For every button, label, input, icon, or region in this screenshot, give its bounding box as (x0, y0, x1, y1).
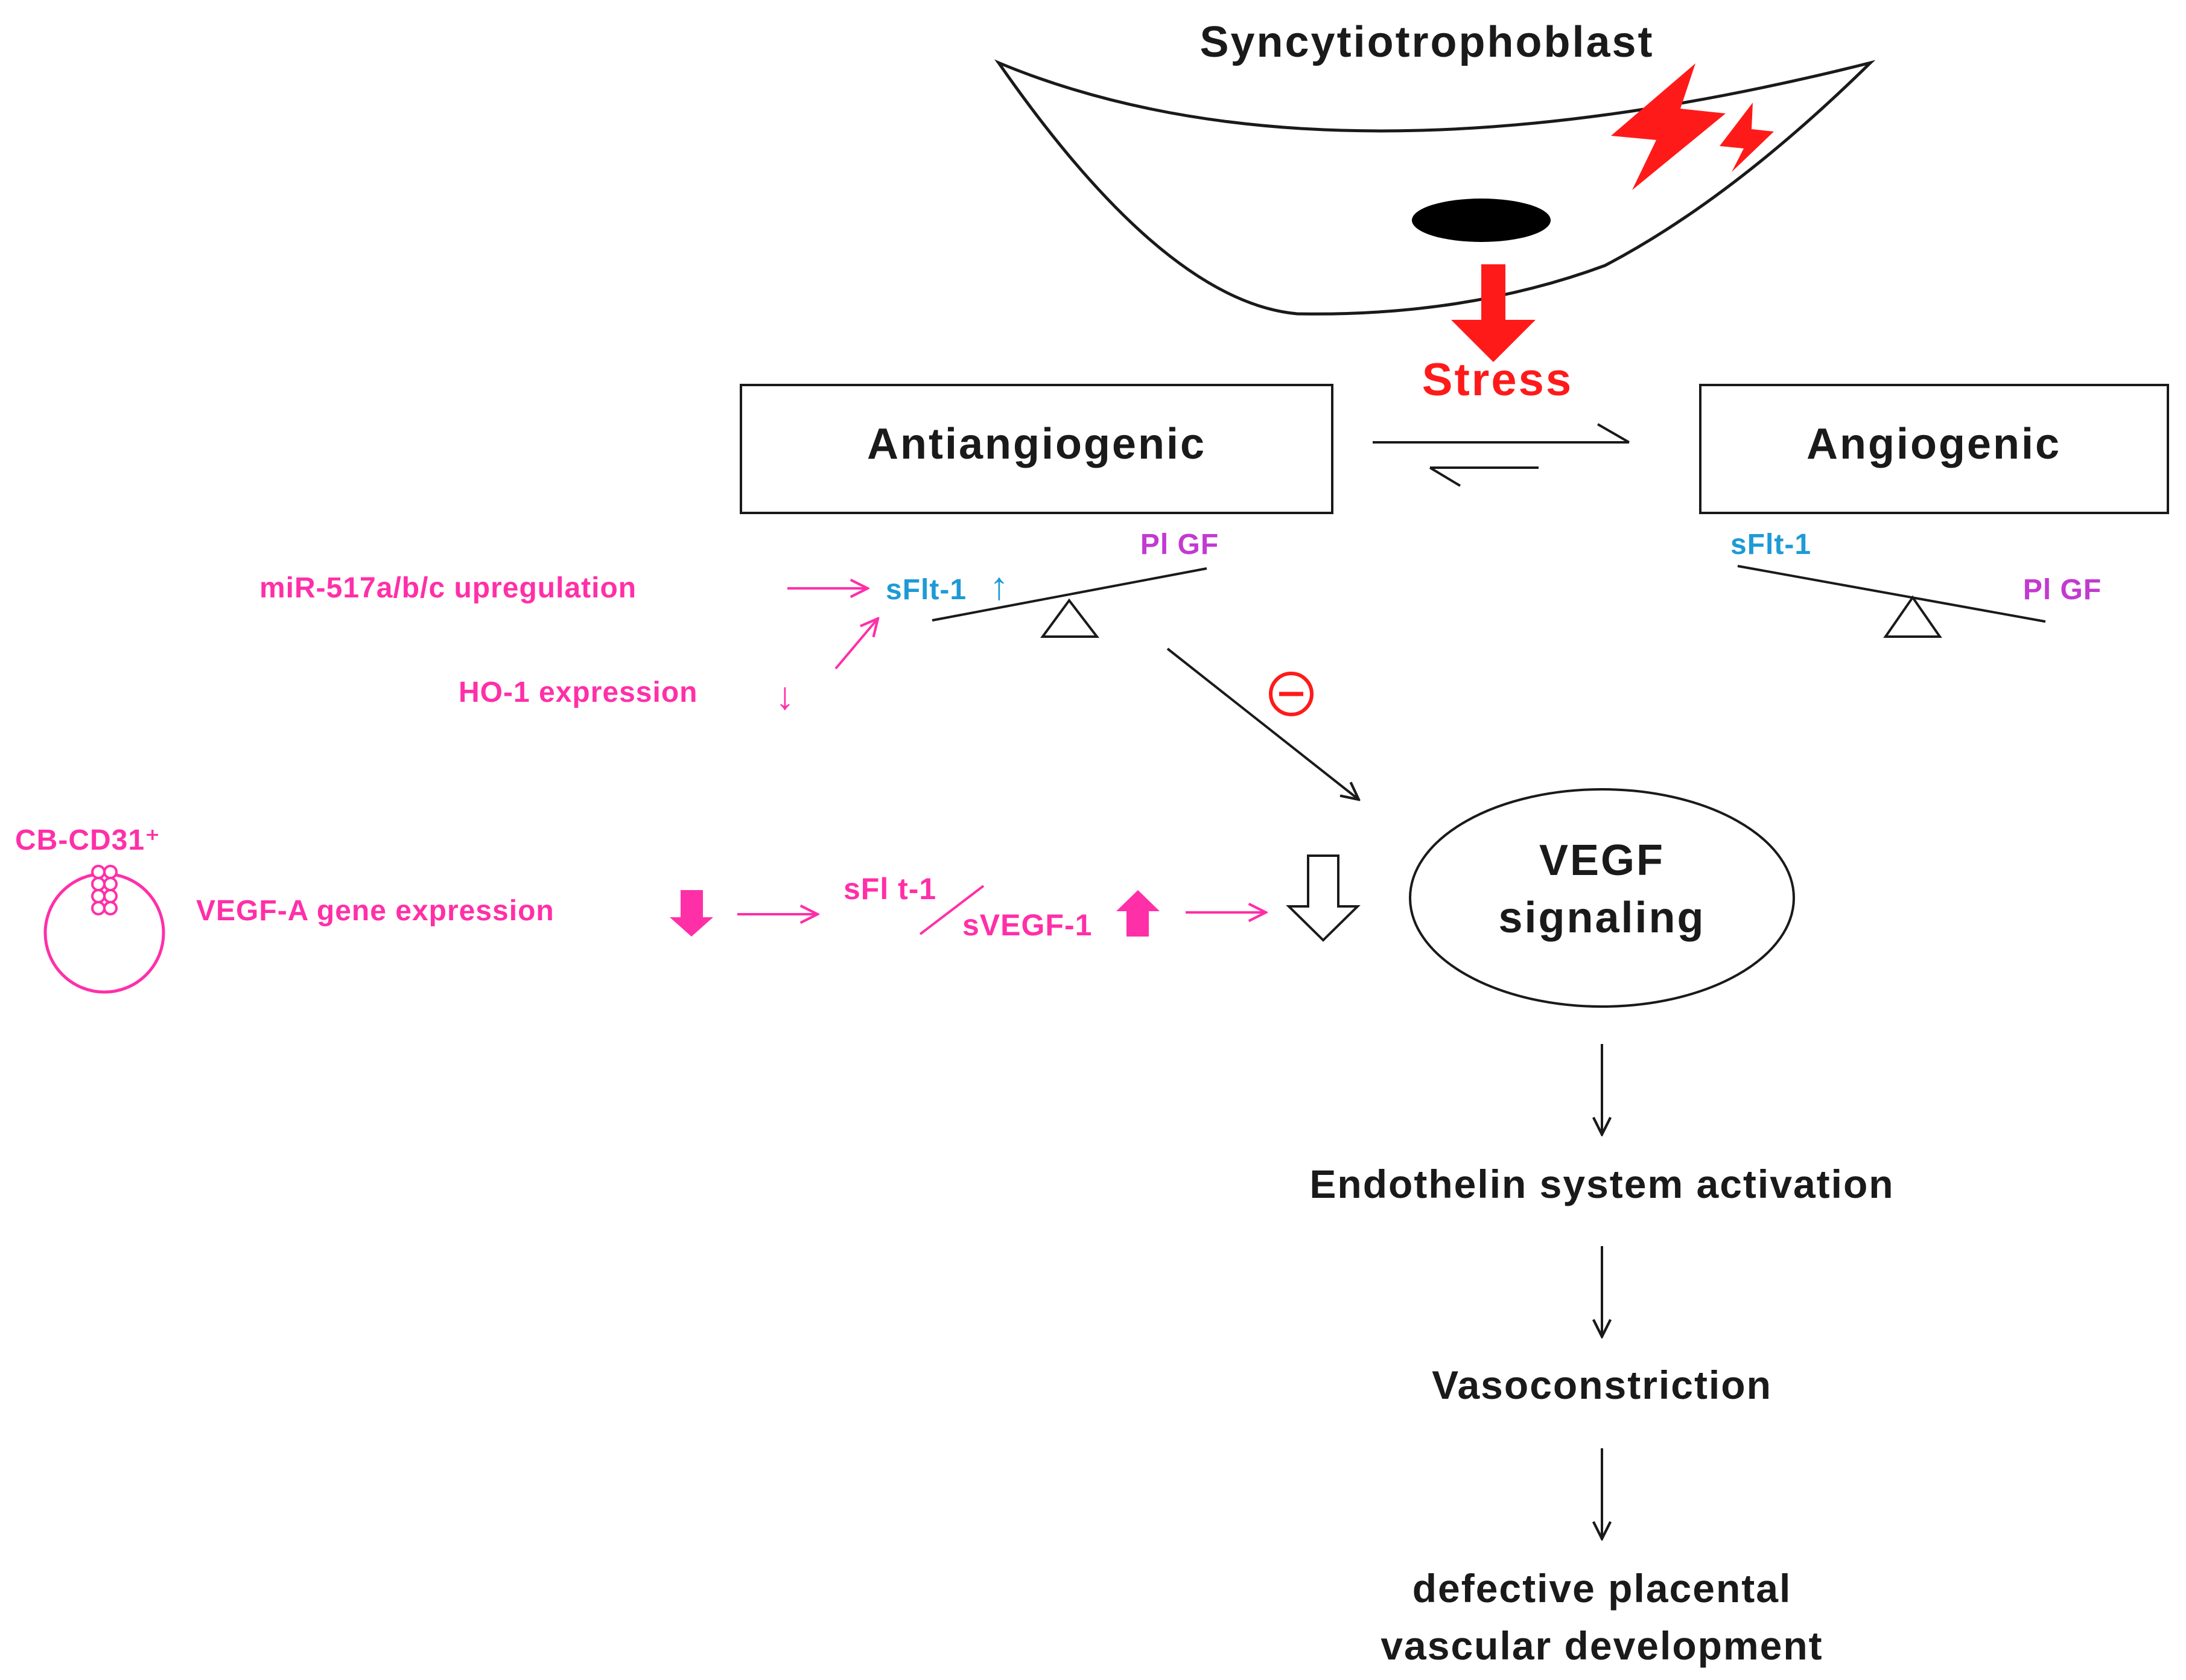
lightning-bolt-icon (1720, 103, 1774, 172)
left-sflt-label: sFlt-1 (886, 574, 967, 606)
vegf-label-line2: signaling (1498, 894, 1705, 942)
endothelin-activation-label: Endothelin system activation (1309, 1162, 1894, 1206)
cb-cd31-label: CB-CD31⁺ (15, 824, 160, 856)
thick-down-arrow-icon (670, 890, 713, 937)
inhibition-arrow (1166, 648, 1359, 800)
antiangiogenic-label: Antiangiogenic (867, 420, 1206, 468)
cell-icon (43, 872, 165, 994)
receptor-beads (91, 865, 118, 915)
syncytiotrophoblast-cell-shape (994, 59, 1876, 316)
antiangiogenic-box (740, 384, 1333, 514)
angiogenic-box (1699, 384, 2169, 514)
ratio-top-label: sFl t-1 (844, 872, 936, 906)
equilibrium-arrows (1373, 423, 1630, 487)
stress-arrow-icon (1451, 264, 1536, 362)
right-balance-beam (1737, 565, 2046, 623)
defective-development-line2: vascular development (1381, 1623, 1823, 1668)
defective-development-line1: defective placental (1412, 1566, 1792, 1611)
ho1-expression-label: HO-1 expression (459, 676, 697, 708)
ho1-down-arrow: ↓ (775, 674, 795, 718)
balance-scale-icon (1883, 595, 1942, 638)
right-plgf-label: Pl GF (2023, 574, 2102, 606)
vegf-label-line1: VEGF (1539, 836, 1665, 885)
vegf-signaling-node (1409, 788, 1795, 1008)
stress-label: Stress (1422, 354, 1573, 406)
syncytiotrophoblast-label: Syncytiotrophoblast (1199, 18, 1654, 66)
ratio-bottom-label: sVEGF-1 (962, 908, 1092, 942)
thick-up-arrow-icon (1116, 890, 1160, 937)
balance-scale-icon (1040, 598, 1100, 638)
nucleus-icon (1412, 199, 1551, 242)
sflt-up-arrow: ↑ (990, 564, 1009, 608)
angiogenic-label: Angiogenic (1806, 420, 2061, 468)
vegfa-expression-label: VEGF-A gene expression (196, 895, 554, 927)
ho1-to-sflt-arrow (834, 619, 878, 670)
mir-upregulation-label: miR-517a/b/c upregulation (259, 572, 637, 604)
left-plgf-label: Pl GF (1140, 529, 1219, 561)
vasoconstriction-label: Vasoconstriction (1432, 1363, 1772, 1407)
right-sflt-label: sFlt-1 (1730, 529, 1811, 561)
ratio-slash (919, 885, 985, 935)
lightning-bolt-icon (1611, 63, 1726, 190)
left-balance-beam (932, 567, 1207, 622)
hollow-down-arrow-icon (1286, 854, 1361, 942)
